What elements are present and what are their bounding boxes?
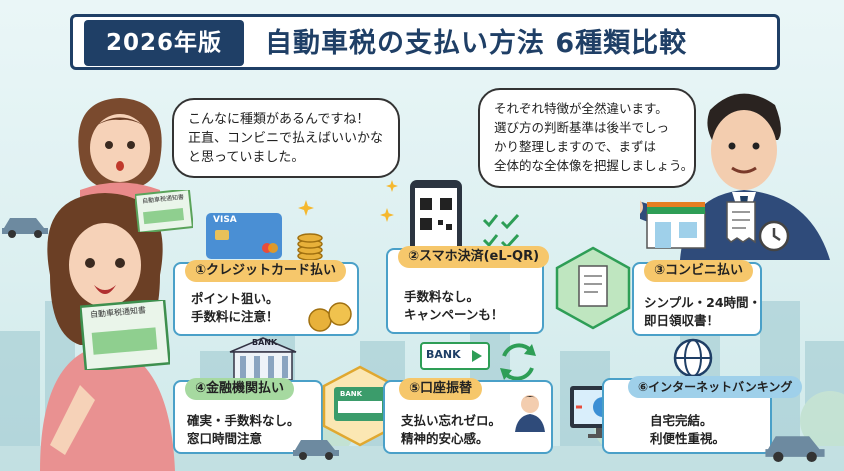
title-banner: 2026年版 自動車税の支払い方法 6種類比較	[70, 10, 780, 74]
man-line-1: それぞれ特徴が全然違います。	[494, 101, 668, 116]
transfer-arrows-icon	[500, 343, 536, 381]
bankbook-icon	[420, 342, 490, 370]
businessman-small-icon	[515, 395, 545, 432]
card-smartphone-label: ②スマホ決済(eL-QR)	[398, 246, 550, 268]
card-smartphone-line-1: 手数料なし。	[404, 289, 480, 304]
credit-card-brand-text: VISA	[213, 215, 237, 225]
card-internet-banking-desc: 自宅完結。 利便性重視。	[650, 412, 725, 448]
card-internet-banking-line-1: 自宅完結。	[650, 413, 713, 428]
sparkle-icon	[298, 200, 314, 216]
year-badge: 2026年版	[84, 20, 244, 66]
card-internet-banking-label: ⑥インターネットバンキング	[628, 376, 803, 398]
card-account-transfer: ⑤口座振替 支払い忘れゼロ。 精神的安心感。	[383, 378, 553, 454]
woman-holding-notice-illustration	[40, 193, 175, 471]
card-bank-line-2: 窓口時間注意	[187, 431, 263, 446]
tax-notice-large-icon	[80, 300, 170, 370]
card-credit-label: ①クレジットカード払い	[185, 260, 347, 282]
card-credit-line-1: ポイント狙い。	[191, 291, 279, 306]
clock-icon	[758, 220, 790, 252]
card-internet-banking: ⑥インターネットバンキング 自宅完結。 利便性重視。	[602, 376, 803, 454]
card-convenience: ③コンビニ払い シンプル・24時間・ 即日領収書！	[632, 260, 762, 336]
woman-line-3: と思っていました。	[188, 150, 305, 165]
card-smartphone-line-2: キャンペーンも！	[404, 307, 504, 322]
card-convenience-desc: シンプル・24時間・ 即日領収書！	[644, 294, 761, 330]
card-account-transfer-desc: 支払い忘れゼロ。 精神的安心感。	[401, 412, 501, 448]
tax-notice-small-icon	[135, 190, 193, 232]
checklist-icon	[482, 213, 520, 250]
man-line-3: かり整理しますので、まずは	[494, 139, 657, 154]
smartphone-qr-icon	[410, 180, 462, 260]
sparkle-icon	[380, 208, 394, 222]
card-bank-line-1: 確実・手数料なし。	[187, 413, 300, 428]
man-line-4: 全体的な全体像を把握しましょう。	[494, 158, 694, 173]
card-credit: ①クレジットカード払い ポイント狙い。 手数料に注意！	[173, 260, 359, 336]
woman-surprised-illustration	[78, 98, 162, 200]
bankbook-text: BANK	[426, 348, 461, 361]
card-smartphone-desc: 手数料なし。 キャンペーンも！	[404, 288, 503, 324]
card-internet-banking-line-2: 利便性重視。	[650, 431, 726, 446]
card-bank: ④金融機関払い 確実・手数料なし。 窓口時間注意	[173, 378, 323, 454]
woman-line-1: こんなに種類があるんですね！	[188, 112, 370, 127]
card-bank-desc: 確実・手数料なし。 窓口時間注意	[187, 412, 300, 448]
car-icon	[2, 218, 48, 238]
man-line-2: 選び方の判断基準は後半でしっ	[494, 120, 670, 135]
card-convenience-label: ③コンビニ払い	[644, 260, 754, 282]
card-account-transfer-line-2: 精神的安心感。	[401, 431, 489, 446]
man-speech-bubble: それぞれ特徴が全然違います。 選び方の判断基準は後半でしっ かり整理しますので、…	[478, 88, 696, 188]
hexagon-receipt-icon	[555, 246, 631, 330]
car-icon	[765, 436, 825, 462]
convenience-store-icon	[646, 202, 706, 249]
card-credit-line-2: 手数料に注意！	[191, 309, 279, 324]
coin-stack-icon	[297, 233, 323, 261]
page-title: 自動車税の支払い方法 6種類比較	[265, 28, 688, 59]
receipt-icon	[726, 201, 756, 244]
card-convenience-line-2: 即日領収書！	[644, 313, 720, 328]
coins-icon	[308, 302, 352, 332]
card-convenience-line-1: シンプル・24時間・	[644, 295, 762, 310]
car-icon	[293, 440, 339, 460]
card-smartphone: ②スマホ決済(eL-QR) 手数料なし。 キャンペーンも！	[386, 246, 550, 334]
card-bank-label: ④金融機関払い	[185, 378, 295, 400]
card-credit-desc: ポイント狙い。 手数料に注意！	[191, 290, 279, 326]
sparkle-icon	[386, 180, 398, 192]
credit-card-icon	[206, 213, 282, 259]
card-account-transfer-label: ⑤口座振替	[399, 378, 483, 400]
woman-line-2: 正直、コンビニで払えばいいかな	[188, 131, 384, 146]
card-account-transfer-line-1: 支払い忘れゼロ。	[401, 413, 502, 428]
globe-network-icon	[673, 338, 713, 378]
woman-speech-bubble: こんなに種類があるんですね！ 正直、コンビニで払えばいいかな と思っていました。	[172, 98, 400, 178]
bank-sign-text: BANK	[252, 338, 278, 347]
bank-card-text: BANK	[340, 390, 363, 398]
